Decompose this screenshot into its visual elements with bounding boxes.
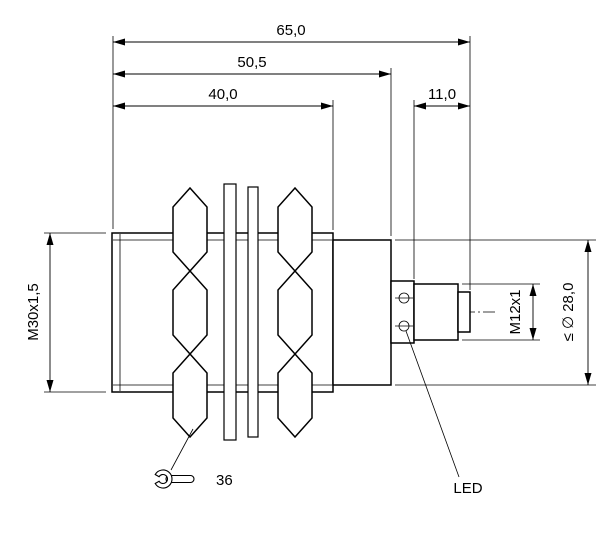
connector: [390, 280, 471, 344]
dim-max-diameter: ≤ ∅ 28,0: [395, 239, 596, 386]
leader-line: [170, 428, 194, 471]
led-label: LED: [453, 480, 482, 497]
max-diameter-label: ≤ ∅ 28,0: [560, 283, 577, 342]
washer-1: [223, 183, 237, 441]
connector-tip: [457, 291, 471, 333]
nut-facet: [277, 269, 313, 356]
dim-total-length-label: 65,0: [276, 22, 305, 39]
connector-thread-section: [413, 283, 459, 341]
nut-facet: [172, 269, 208, 356]
dim-connector-length: 11,0: [413, 86, 470, 279]
wrench-jaw: [154, 469, 173, 489]
leader-line: [405, 330, 460, 478]
dim-connector-thread: M12x1: [462, 283, 540, 341]
housing-thread-label: M30x1,5: [25, 283, 42, 341]
nut-facet: [277, 186, 313, 273]
wrench-icon: [154, 469, 195, 489]
led-callout: LED: [405, 330, 483, 497]
nut-facet: [277, 352, 313, 439]
dim-thread-length: 40,0: [113, 86, 334, 230]
nut-facet: [172, 186, 208, 273]
washer-2: [247, 186, 259, 438]
dim-thread-length-label: 40,0: [208, 86, 237, 103]
dim-housing-thread: M30x1,5: [25, 232, 106, 393]
hex-nut-1: [172, 186, 208, 439]
dim-body-length-label: 50,5: [237, 54, 266, 71]
dim-connector-length-label: 11,0: [428, 86, 456, 103]
hex-nut-2: [277, 186, 313, 439]
dim-body-length: 50,5: [113, 54, 392, 236]
wrench-size-callout: 36: [154, 428, 233, 489]
nut-facet: [172, 352, 208, 439]
dim-total-length: 65,0: [112, 22, 471, 290]
connector-thread-label: M12x1: [507, 289, 524, 334]
wrench-handle: [165, 474, 195, 484]
wrench-size-label: 36: [216, 472, 233, 489]
led-indicators: [395, 292, 413, 332]
connector-flange: [390, 280, 415, 344]
rear-housing: [332, 239, 392, 386]
